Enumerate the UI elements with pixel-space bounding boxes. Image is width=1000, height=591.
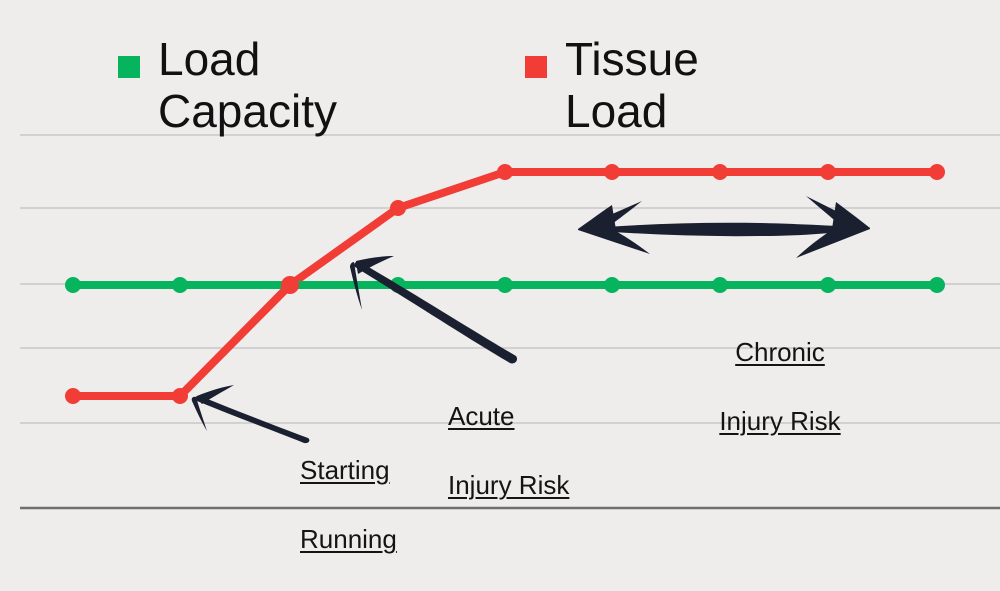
chart-figure: Load Capacity Tissue Load Starting Runni…	[20, 33, 1000, 554]
series-load-capacity	[65, 277, 945, 293]
data-point	[604, 164, 620, 180]
data-point	[604, 277, 620, 293]
annotation-starting-running: Starting Running	[300, 418, 460, 591]
arrow-head-upper-barb	[197, 385, 234, 404]
data-point-crossover	[281, 276, 299, 294]
annotation-chronic-injury: Chronic Injury Risk	[690, 300, 870, 473]
arrow-shaft	[354, 261, 518, 364]
arrow-starting-running	[191, 385, 310, 444]
data-point	[65, 277, 81, 293]
legend-item-load-capacity[interactable]: Load Capacity	[118, 33, 448, 137]
legend-item-tissue-load[interactable]: Tissue Load	[525, 33, 855, 137]
arrow-head-lower-barb	[350, 262, 362, 310]
data-point	[390, 200, 406, 216]
data-point	[172, 277, 188, 293]
arrow-head-right-barb	[832, 202, 870, 229]
legend-label-tissue-load: Tissue Load	[565, 33, 699, 137]
arrow-head-lower-barb	[191, 396, 207, 431]
data-point	[820, 164, 836, 180]
annotation-line: Chronic	[735, 336, 825, 367]
data-point	[497, 164, 513, 180]
arrow-head-upper-barb	[356, 256, 394, 274]
data-point	[929, 164, 945, 180]
arrow-head-right	[796, 196, 870, 258]
data-point	[929, 277, 945, 293]
legend-swatch-load-capacity	[118, 56, 140, 78]
arrow-shaft	[580, 222, 868, 237]
chart-plot-area	[20, 134, 1000, 510]
tissue-load-markers	[65, 164, 945, 404]
data-point	[65, 388, 81, 404]
arrow-acute-injury	[350, 256, 518, 364]
data-point	[497, 277, 513, 293]
annotation-line: Starting	[300, 454, 390, 485]
data-point	[712, 277, 728, 293]
arrow-shaft	[195, 395, 310, 444]
legend-label-load-capacity: Load Capacity	[158, 33, 337, 137]
annotation-line: Running	[300, 523, 397, 554]
arrow-head-left-barb	[578, 205, 616, 230]
data-point	[820, 277, 836, 293]
annotation-line: Injury Risk	[448, 469, 570, 500]
data-point	[172, 388, 188, 404]
annotation-line: Acute	[448, 400, 515, 431]
arrow-chronic-injury-double	[578, 196, 870, 258]
annotation-line: Injury Risk	[719, 405, 841, 436]
legend-swatch-tissue-load	[525, 56, 547, 78]
annotation-acute-injury: Acute Injury Risk	[448, 364, 608, 537]
data-point	[712, 164, 728, 180]
